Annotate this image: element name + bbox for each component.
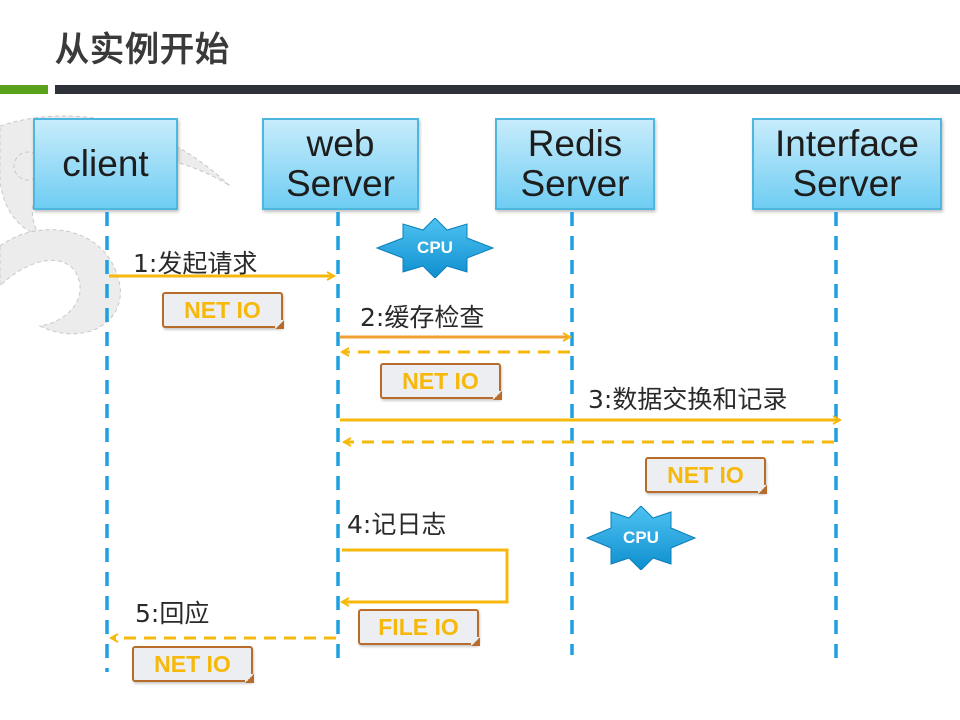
io-tag-file: FILE IO — [358, 609, 480, 646]
msg1-label: 1:发起请求 — [133, 249, 258, 278]
actor-interface-label-2: Server — [792, 163, 902, 204]
actor-interface-server: Interface Server — [752, 118, 942, 210]
actor-redis-label-2: Server — [520, 163, 630, 204]
io-tag-net-2: NET IO — [380, 363, 502, 400]
msg5-label: 5:回应 — [135, 599, 210, 628]
cpu-badge-2-label: CPU — [623, 528, 659, 547]
actor-web-label-1: web — [306, 123, 375, 165]
page-title: 从实例开始 — [55, 30, 230, 70]
cpu-badge-2: CPU — [585, 505, 697, 571]
actor-web-label-2: Server — [286, 163, 395, 204]
msg4-label: 4:记日志 — [347, 510, 447, 539]
actor-interface-label-1: Interface — [775, 123, 919, 165]
msg4-self-loop — [342, 548, 509, 602]
io-tag-net-4: NET IO — [132, 646, 254, 683]
msg2-label: 2:缓存检查 — [360, 303, 485, 332]
title-rule — [55, 85, 960, 94]
io-tag-net-3: NET IO — [645, 457, 767, 494]
actor-client-label: client — [62, 143, 149, 185]
io-tag-net-1: NET IO — [162, 292, 284, 329]
actor-redis-label-1: Redis — [527, 123, 623, 165]
actor-web-server: web Server — [262, 118, 419, 210]
actor-redis-server: Redis Server — [495, 118, 655, 210]
title-accent-bar — [0, 85, 48, 94]
cpu-badge-1: CPU — [375, 217, 495, 279]
cpu-badge-1-label: CPU — [417, 238, 453, 257]
actor-client: client — [33, 118, 178, 210]
msg3-label: 3:数据交换和记录 — [588, 385, 788, 414]
